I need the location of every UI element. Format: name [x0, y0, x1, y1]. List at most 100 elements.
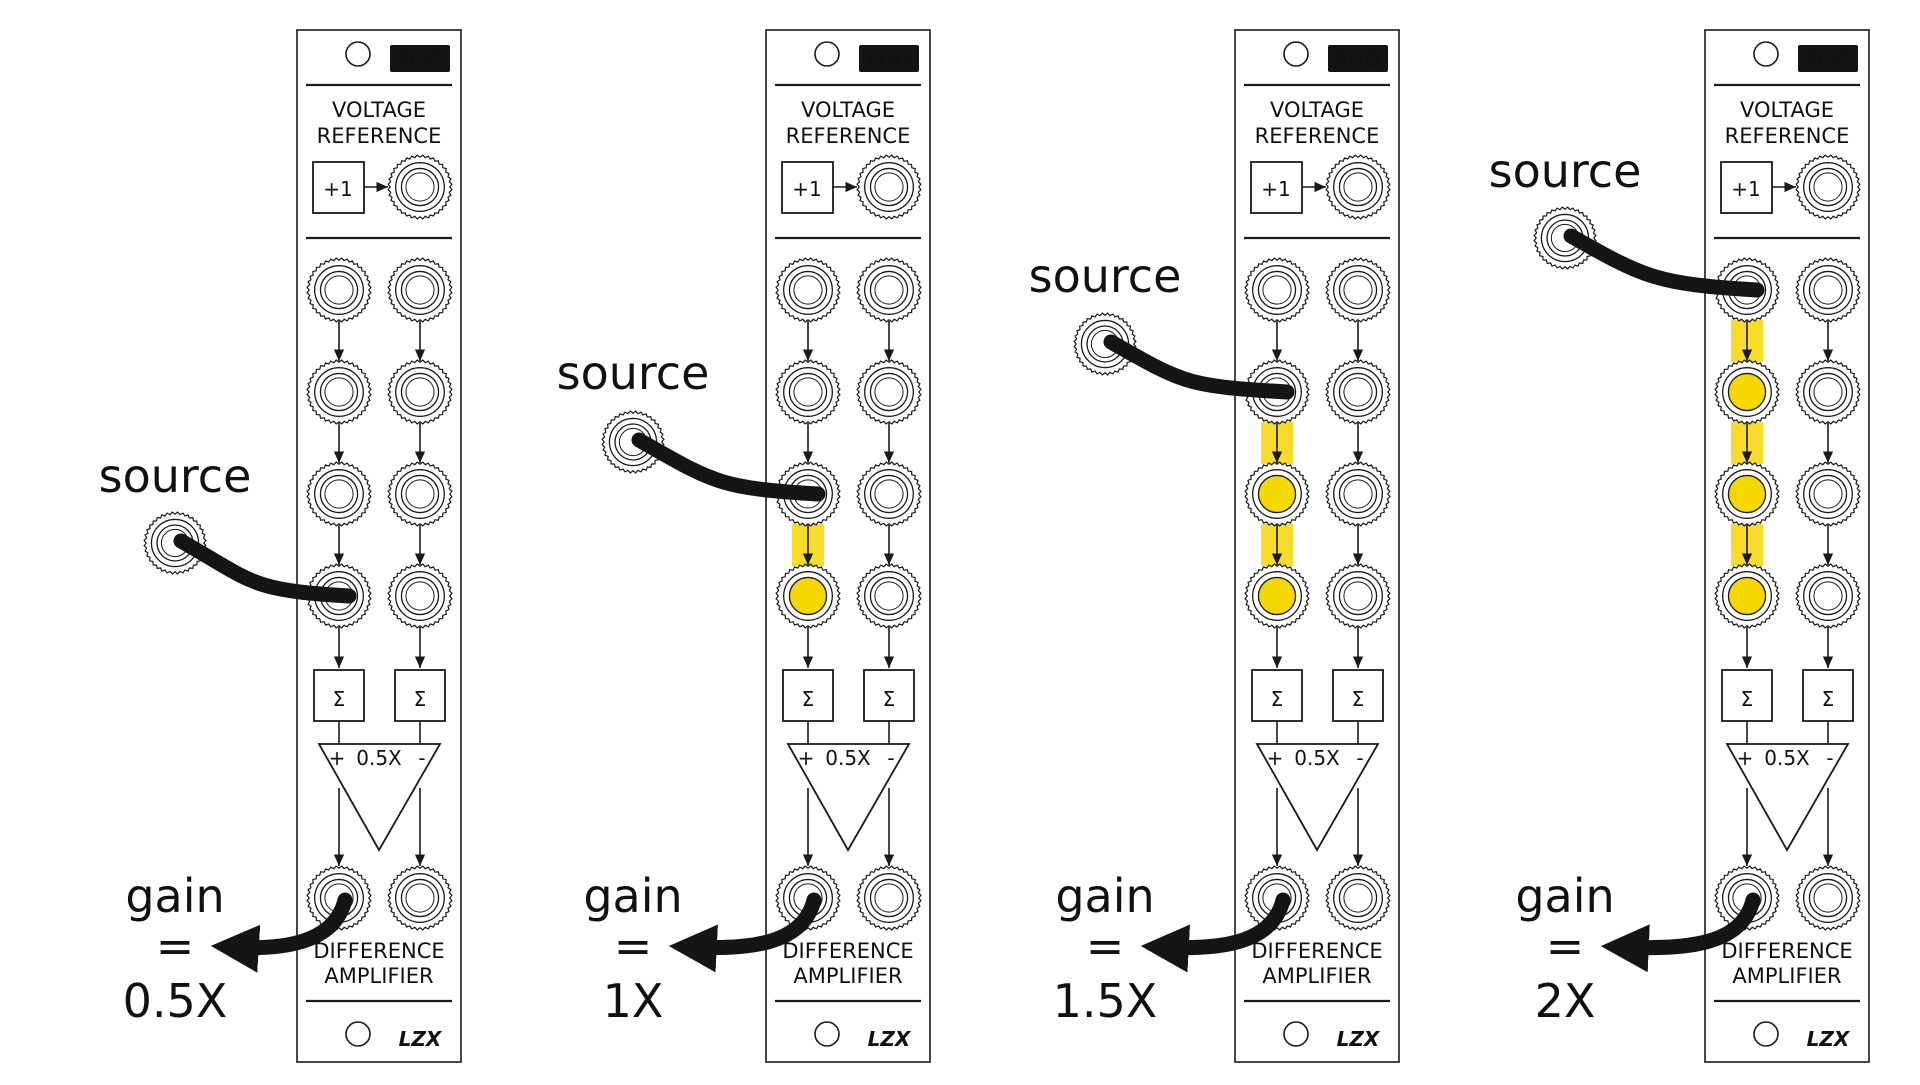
amp-plus-sign: +	[1267, 746, 1284, 770]
sigma-symbol: Σ	[1352, 687, 1365, 711]
input-jack-right-3[interactable]	[856, 461, 922, 527]
input-jack-right-4[interactable]	[1325, 563, 1391, 629]
equals-label: =	[1546, 919, 1585, 973]
mounting-hole	[814, 41, 840, 67]
input-jack-left-3[interactable]	[1714, 461, 1780, 527]
sum-box-right	[863, 669, 915, 722]
input-jack-right-3[interactable]	[1325, 461, 1391, 527]
input-jack-right-2[interactable]	[387, 359, 453, 425]
input-jack-left-1[interactable]	[306, 257, 372, 323]
amplifier-triangle	[786, 743, 911, 852]
input-jack-left-1[interactable]	[775, 257, 841, 323]
lzx-logo: LZX	[868, 1027, 912, 1051]
source-label: source	[1489, 144, 1642, 198]
mounting-hole	[1753, 41, 1779, 67]
plus-one-box	[781, 161, 834, 214]
module-badge: PGO	[397, 48, 442, 72]
section-title-reference: REFERENCE	[1255, 124, 1380, 148]
sigma-symbol: Σ	[883, 687, 896, 711]
gain-label: gain	[583, 869, 682, 923]
mounting-hole	[345, 41, 371, 67]
gain-value: 1.5X	[1053, 974, 1158, 1028]
input-jack-right-3[interactable]	[387, 461, 453, 527]
input-jack-left-4[interactable]	[1714, 563, 1780, 629]
input-jack-left-2[interactable]	[775, 359, 841, 425]
amp-gain-label: 0.5X	[1294, 746, 1340, 770]
section-title-amplifier: AMPLIFIER	[1262, 964, 1371, 988]
input-jack-right-2[interactable]	[1795, 359, 1861, 425]
reference-output-jack[interactable]	[1325, 154, 1391, 220]
input-jack-left-2[interactable]	[306, 359, 372, 425]
output-jack-minus[interactable]	[1325, 865, 1391, 931]
output-jack-minus[interactable]	[387, 865, 453, 931]
amp-minus-sign: -	[887, 746, 894, 770]
equals-label: =	[614, 919, 653, 973]
gain-label: gain	[125, 869, 224, 923]
input-jack-right-2[interactable]	[1325, 359, 1391, 425]
lzx-logo: LZX	[1337, 1027, 1381, 1051]
section-title-voltage: VOLTAGE	[1740, 98, 1834, 122]
source-cable	[173, 533, 357, 604]
section-title-difference: DIFFERENCE	[782, 939, 913, 963]
section-title-voltage: VOLTAGE	[1270, 98, 1364, 122]
source-label: source	[1029, 249, 1182, 303]
input-jack-left-3[interactable]	[306, 461, 372, 527]
output-jack-minus[interactable]	[1795, 865, 1861, 931]
source-label: source	[557, 346, 710, 400]
reference-output-jack[interactable]	[1795, 154, 1861, 220]
mounting-hole	[1753, 1021, 1779, 1047]
sigma-symbol: Σ	[1741, 687, 1754, 711]
section-title-reference: REFERENCE	[317, 124, 442, 148]
mounting-hole	[1283, 1021, 1309, 1047]
sum-box-right	[1802, 669, 1854, 722]
input-jack-right-1[interactable]	[1795, 257, 1861, 323]
sum-box-right	[1332, 669, 1384, 722]
input-jack-right-4[interactable]	[1795, 563, 1861, 629]
reference-output-jack[interactable]	[387, 154, 453, 220]
input-jack-right-3[interactable]	[1795, 461, 1861, 527]
module-badge: PGO	[1805, 48, 1850, 72]
plus-one-box	[312, 161, 365, 214]
mounting-hole	[1283, 41, 1309, 67]
output-jack-minus[interactable]	[856, 865, 922, 931]
plus-one-box	[1250, 161, 1303, 214]
mounting-hole	[345, 1021, 371, 1047]
output-cable-arrow	[668, 892, 822, 973]
section-title-voltage: VOLTAGE	[801, 98, 895, 122]
input-jack-right-1[interactable]	[1325, 257, 1391, 323]
input-jack-right-1[interactable]	[856, 257, 922, 323]
input-jack-left-2[interactable]	[1714, 359, 1780, 425]
source-cable	[631, 432, 826, 502]
input-jack-left-4[interactable]	[1244, 563, 1310, 629]
gain-label: gain	[1515, 869, 1614, 923]
sum-box-left	[1251, 669, 1303, 722]
input-jack-left-3[interactable]	[1244, 461, 1310, 527]
plus-one-label: +1	[1261, 177, 1290, 201]
input-jack-left-4[interactable]	[775, 563, 841, 629]
amp-plus-sign: +	[1737, 746, 1754, 770]
source-cable	[1563, 228, 1765, 298]
section-title-amplifier: AMPLIFIER	[1732, 964, 1841, 988]
mounting-hole	[814, 1021, 840, 1047]
input-jack-left-1[interactable]	[1244, 257, 1310, 323]
reference-output-jack[interactable]	[856, 154, 922, 220]
input-jack-right-4[interactable]	[856, 563, 922, 629]
source-label: source	[99, 449, 252, 503]
sum-box-left	[782, 669, 834, 722]
badge-bg	[859, 45, 919, 72]
sum-box-left	[313, 669, 365, 722]
input-jack-right-4[interactable]	[387, 563, 453, 629]
module-badge: PGO	[866, 48, 911, 72]
input-jack-right-1[interactable]	[387, 257, 453, 323]
equals-label: =	[156, 919, 195, 973]
amplifier-triangle	[1255, 743, 1380, 852]
gain-label: gain	[1055, 869, 1154, 923]
source-cable	[1103, 334, 1295, 400]
section-title-amplifier: AMPLIFIER	[793, 964, 902, 988]
input-jack-right-2[interactable]	[856, 359, 922, 425]
amp-plus-sign: +	[798, 746, 815, 770]
